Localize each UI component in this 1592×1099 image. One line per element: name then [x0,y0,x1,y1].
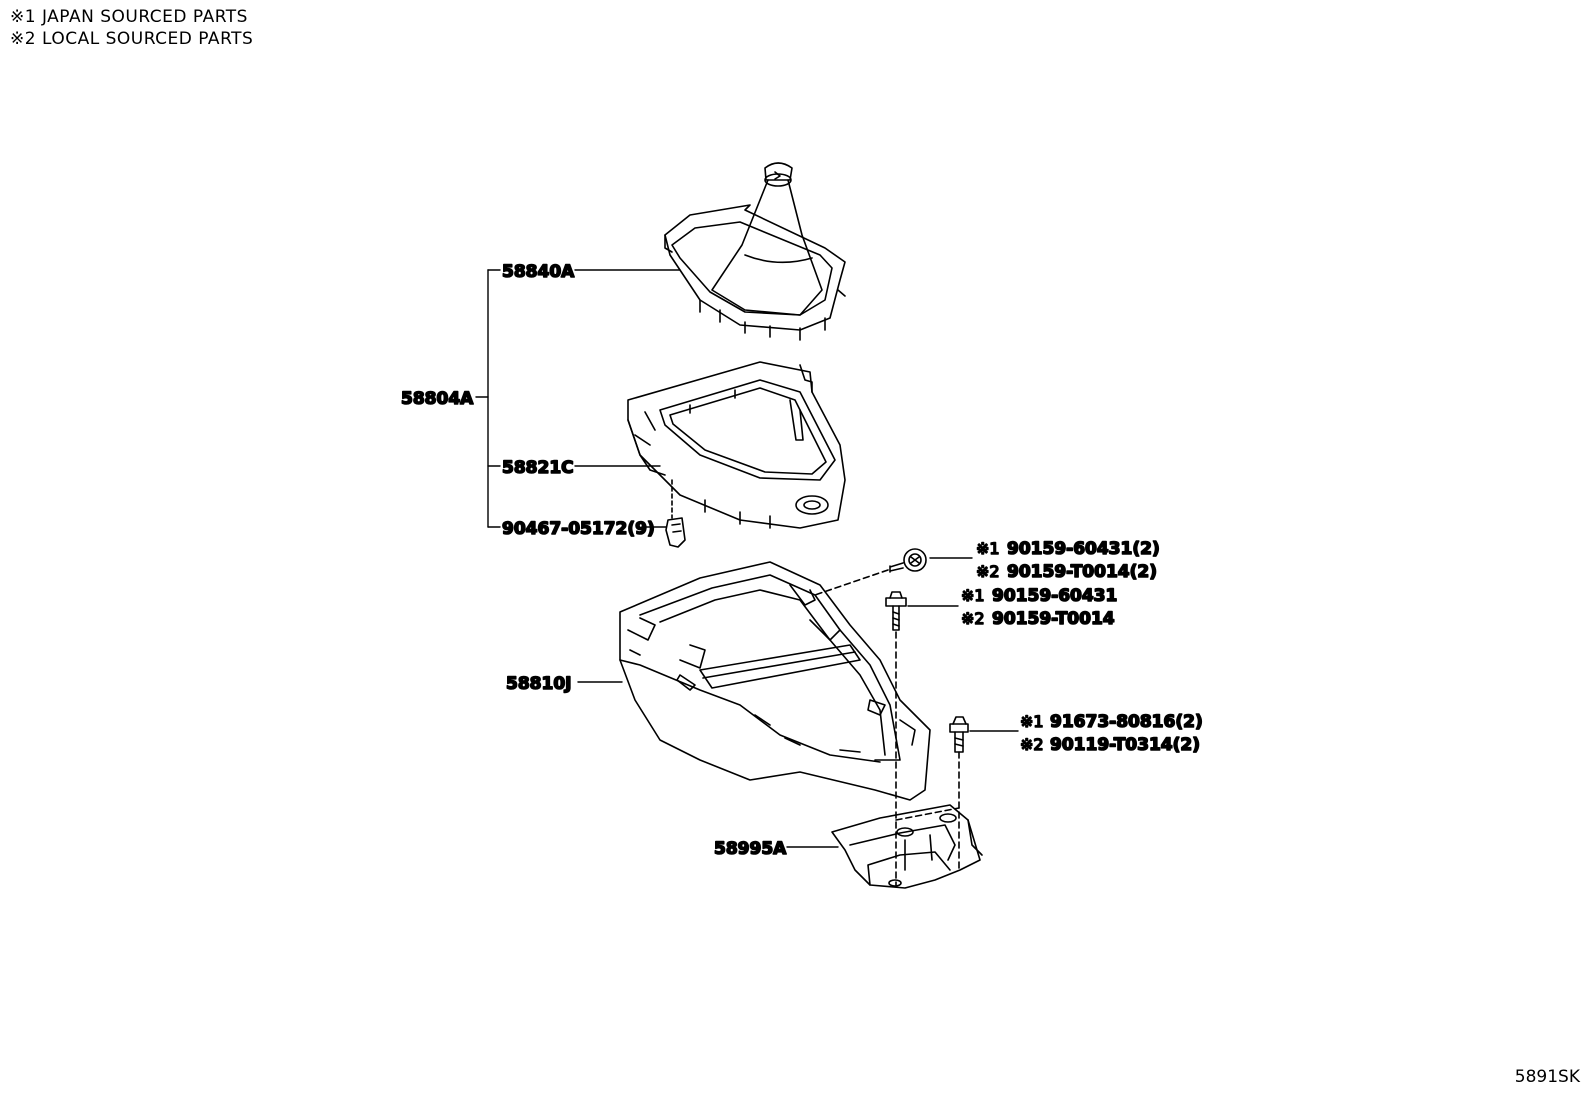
mark-bolt-c-1: ※1 [1020,712,1044,731]
mark-bolt-c-2: ※2 [1020,735,1044,754]
bolt-middle-drawing [885,591,907,631]
callout-bolt-b-japan: 90159-60431 [992,586,1117,606]
legend-japan-sourced: ※1 JAPAN SOURCED PARTS [10,7,248,27]
callout-bolt-b-local: 90159-T0014 [992,609,1115,629]
callout-58995A: 58995A [714,839,787,859]
legend-local-sourced: ※2 LOCAL SOURCED PARTS [10,29,254,49]
shift-panel-drawing [627,361,846,529]
assembly-dashed-lines [814,569,960,886]
mark-bolt-a-1: ※1 [976,539,1000,558]
callout-bolt-c-local: 90119-T0314(2) [1050,735,1200,755]
mark-bolt-b-1: ※1 [961,586,985,605]
drawing-code: 5891SK [1514,1067,1580,1087]
leader-lines [475,269,1019,848]
callout-58810J: 58810J [506,674,571,694]
callout-bolt-a-japan: 90159-60431(2) [1007,539,1160,559]
shift-boot-drawing [664,162,846,341]
clip-drawing [665,479,686,548]
callout-58821C: 58821C [502,458,574,478]
console-box-drawing [619,561,931,801]
callout-bolt-c-japan: 91673-80816(2) [1050,712,1203,732]
callout-58840A: 58840A [502,262,575,282]
callout-90467-05172: 90467-05172(9) [502,519,655,539]
mark-bolt-b-2: ※2 [961,609,985,628]
callout-bolt-a-local: 90159-T0014(2) [1007,562,1157,582]
callout-58804A: 58804A [401,389,474,409]
mark-bolt-a-2: ※2 [976,562,1000,581]
bracket-drawing [831,804,983,889]
bolt-upper-drawing [889,548,927,573]
bolt-lower-drawing [949,716,969,753]
